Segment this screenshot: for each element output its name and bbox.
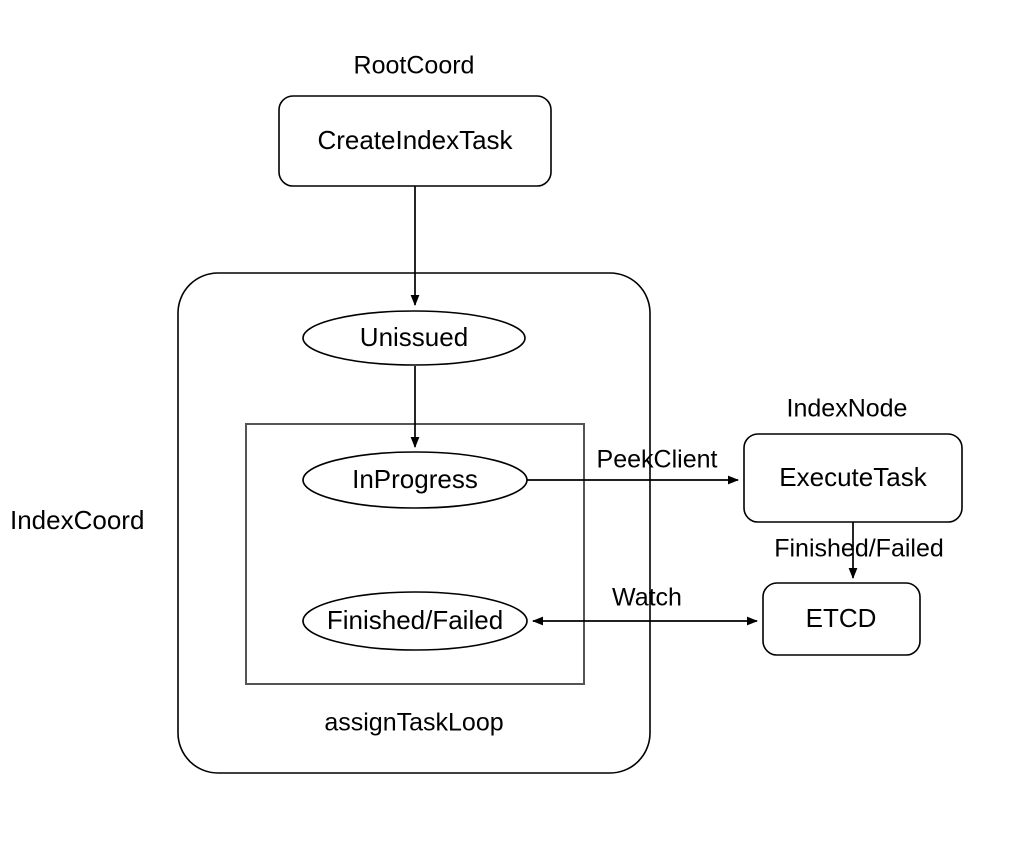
indexnode-label: IndexNode xyxy=(787,395,908,423)
edge-label-watch: Watch xyxy=(612,584,682,612)
edge-executetask-to-etcd: Finished/Failed xyxy=(774,522,944,579)
etcd-label: ETCD xyxy=(806,603,877,633)
create-index-task-box[interactable] xyxy=(278,95,552,187)
indexcoord-label: IndexCoord xyxy=(10,505,144,535)
node-finished-failed[interactable]: Finished/Failed xyxy=(302,591,528,651)
inprogress-ellipse[interactable] xyxy=(302,451,528,509)
rootcoord-label: RootCoord xyxy=(354,52,475,80)
edge-label-peekclient: PeekClient xyxy=(597,446,718,474)
node-create-index-task[interactable]: CreateIndexTask xyxy=(278,95,552,187)
assigntaskloop-label: assignTaskLoop xyxy=(324,709,503,737)
group-indexcoord: IndexCoord xyxy=(10,272,651,774)
unissued-ellipse[interactable] xyxy=(302,310,526,366)
node-unissued[interactable]: Unissued xyxy=(302,310,526,366)
execute-task-box[interactable] xyxy=(743,433,963,523)
finished-failed-ellipse[interactable] xyxy=(302,591,528,651)
node-execute-task[interactable]: ExecuteTask xyxy=(743,433,963,523)
finished-failed-label: Finished/Failed xyxy=(327,605,503,635)
node-inprogress[interactable]: InProgress xyxy=(302,451,528,509)
inprogress-label: InProgress xyxy=(352,464,478,494)
edge-inprogress-to-executetask: PeekClient xyxy=(527,446,739,485)
create-index-task-label: CreateIndexTask xyxy=(317,125,513,155)
indexcoord-container xyxy=(177,272,651,774)
node-etcd[interactable]: ETCD xyxy=(762,582,921,656)
edge-label-finished-failed: Finished/Failed xyxy=(774,535,944,563)
execute-task-label: ExecuteTask xyxy=(779,462,927,492)
edge-etcd-watch-finishedfailed: Watch xyxy=(532,584,758,626)
unissued-label: Unissued xyxy=(360,322,468,352)
etcd-box[interactable] xyxy=(762,582,921,656)
